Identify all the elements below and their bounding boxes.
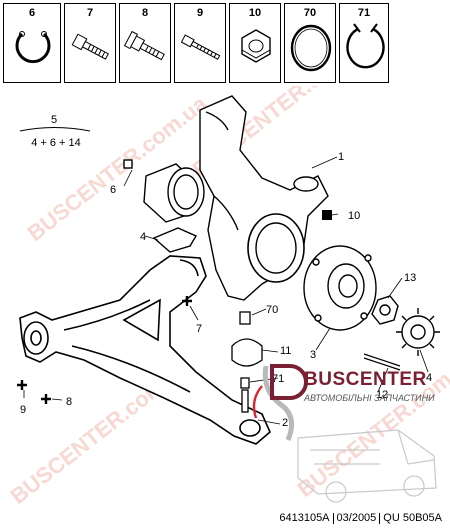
logo-title: BUSCENTER [304, 369, 427, 390]
callout-11: 11 [280, 345, 291, 357]
callout-70: 70 [266, 304, 278, 316]
o-ring-icon [290, 24, 332, 72]
callout-2: 2 [282, 417, 288, 429]
bolt-icon [71, 33, 109, 60]
divider [379, 512, 381, 524]
circlip-icon [15, 31, 51, 64]
part-cell-71: 71 [339, 3, 389, 83]
callout-1: 1 [338, 151, 344, 163]
bracket [152, 227, 198, 253]
part-cell-8: 8 [119, 3, 171, 83]
callout-9: 9 [20, 404, 26, 416]
part-cell-9: 9 [174, 3, 226, 83]
part-number: 10 [248, 7, 262, 19]
wheel-bearing [123, 159, 205, 223]
part-number: 9 [196, 7, 204, 19]
callout-10: 10 [348, 210, 360, 222]
wheel-hub [303, 245, 377, 331]
reference-footer: 6413105A 03/2005 QU 50B05A [0, 508, 450, 531]
callouts: 1 2 3 4 4 6 7 8 9 10 11 12 13 70 71 [20, 151, 432, 429]
steering-knuckle [199, 95, 329, 301]
suspension-exploded-diagram: BUSCENTER.com.ua BUSCENTER.com.ua BUSCEN… [6, 86, 450, 508]
nut-icon [241, 29, 271, 63]
lower-control-arm [19, 255, 271, 445]
callout-4: 4 [140, 231, 146, 243]
part-number: 7 [86, 7, 94, 19]
part-number: 8 [141, 7, 149, 19]
parts-legend-bar: 6 7 8 9 10 70 [0, 0, 450, 86]
nut-marker [322, 210, 332, 220]
part-cell-70: 70 [284, 3, 336, 83]
kit-label: 5 4 + 6 + 14 [19, 114, 91, 149]
hub-nut [371, 295, 399, 325]
logo-subtitle: АВТОМОБІЛЬНІ ЗАПЧАСТИНИ [304, 393, 435, 403]
callout-3: 3 [310, 349, 316, 361]
kit-contents: 4 + 6 + 14 [31, 137, 81, 149]
callout-4: 4 [426, 372, 432, 384]
callout-7: 7 [196, 323, 202, 335]
part-number: 70 [303, 7, 317, 19]
part-cell-7: 7 [64, 3, 116, 83]
brand-logo: BUSCENTER АВТОМОБІЛЬНІ ЗАПЧАСТИНИ [258, 360, 448, 510]
part-cell-10: 10 [229, 3, 281, 83]
fastener-markers [17, 296, 192, 404]
diagram-date: 03/2005 [336, 512, 377, 524]
logo-emblem [262, 364, 437, 503]
diagram-ref: QU 50B05A [383, 512, 442, 524]
callout-6: 6 [110, 184, 116, 196]
part-number: 71 [357, 7, 371, 19]
part-cell-6: 6 [3, 3, 61, 83]
callout-12: 12 [376, 389, 388, 401]
part-number: 6 [28, 7, 36, 19]
highlight-clip [252, 385, 263, 419]
callout-71: 71 [272, 373, 284, 385]
screw-icon [180, 34, 221, 60]
clip-ring-icon [346, 23, 385, 69]
split-pin [363, 353, 401, 371]
footer-text: 6413105A 03/2005 QU 50B05A [279, 512, 442, 524]
ball-joint [231, 311, 263, 413]
callout-8: 8 [66, 396, 72, 408]
divider [332, 512, 334, 524]
leader-lines [23, 156, 429, 425]
kit-number: 5 [51, 114, 57, 126]
callout-13: 13 [404, 272, 416, 284]
diagram-code: 6413105A [279, 512, 330, 524]
locking-cap [396, 308, 440, 356]
flange-bolt-icon [123, 30, 165, 61]
